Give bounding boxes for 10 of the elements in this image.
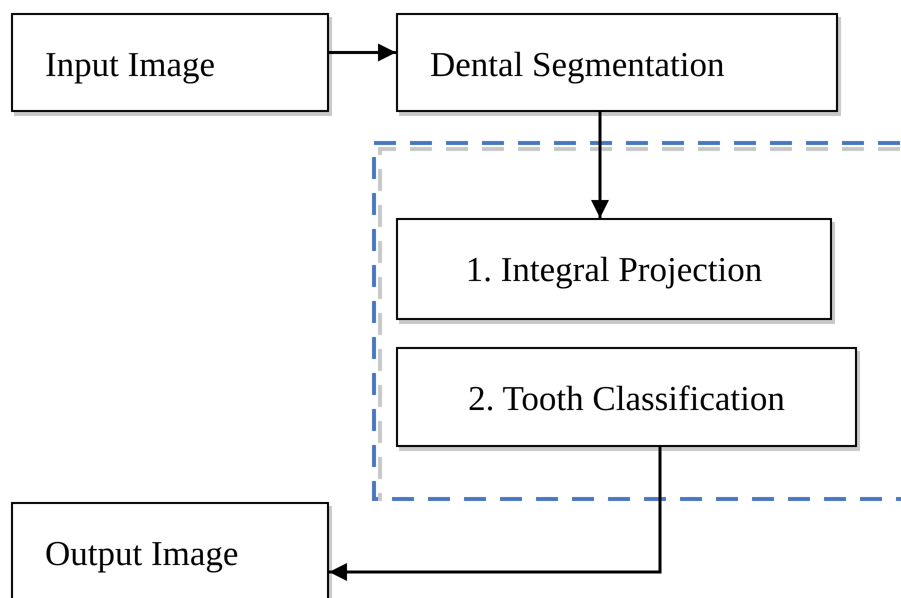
process-box — [11, 502, 329, 598]
arrow — [329, 447, 662, 581]
box-label: 1. Integral Projection — [464, 249, 764, 291]
arrow — [591, 112, 609, 218]
dashed-group-frame — [372, 141, 901, 501]
box-label: Output Image — [45, 533, 238, 575]
box-label: Dental Segmentation — [430, 44, 725, 86]
box-label: Input Image — [45, 44, 216, 86]
arrow — [329, 44, 396, 62]
box-label: 2. Tooth Classification — [467, 378, 786, 420]
